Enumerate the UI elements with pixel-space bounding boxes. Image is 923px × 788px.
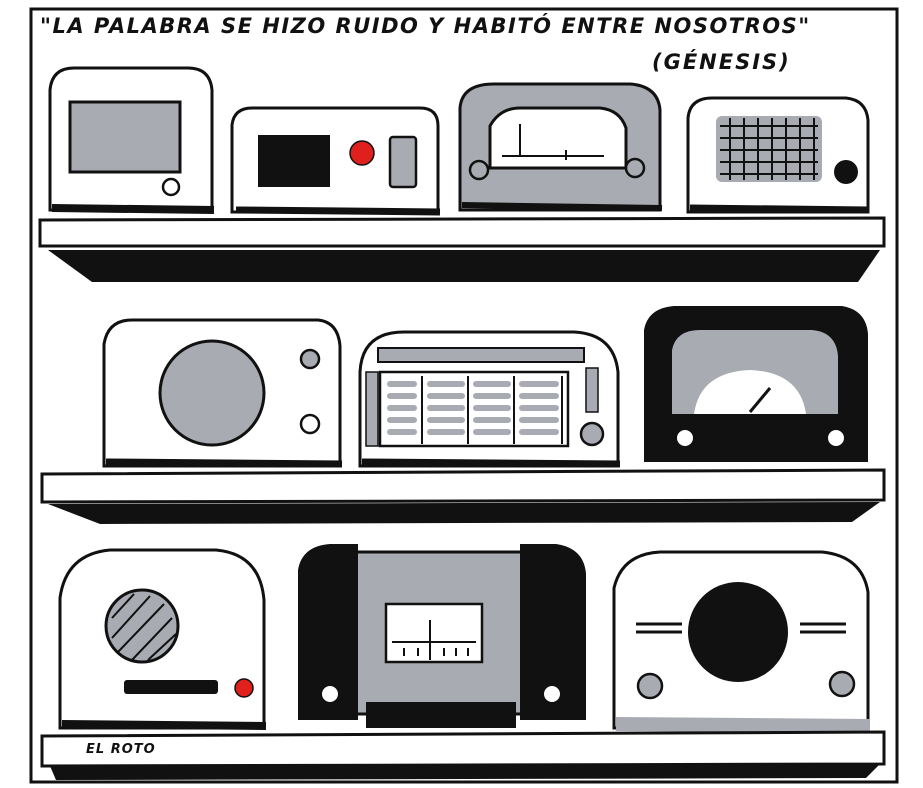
shelf-1 (38, 66, 886, 282)
cartoon-caption: "LA PALABRA SE HIZO RUIDO Y HABITÓ ENTRE… (40, 14, 811, 38)
radio-striped-speaker (58, 548, 267, 730)
radio-round-speaker (102, 318, 343, 468)
radio-dial-arched (458, 82, 663, 212)
radio-black-side-panels (298, 544, 586, 728)
artist-signature: EL ROTO (86, 742, 156, 757)
shelf-2 (40, 306, 886, 524)
frame-border (29, 7, 899, 784)
shelf-3 (40, 544, 886, 780)
radio-dark-display (230, 106, 441, 216)
caption-source: (GÉNESIS) (652, 50, 791, 74)
radio-black-gauge (644, 306, 868, 462)
radio-grille-mesh (686, 96, 870, 214)
radio-black-speaker (612, 550, 871, 733)
radio-tv-screen (48, 66, 215, 214)
radio-louvered (358, 330, 621, 468)
